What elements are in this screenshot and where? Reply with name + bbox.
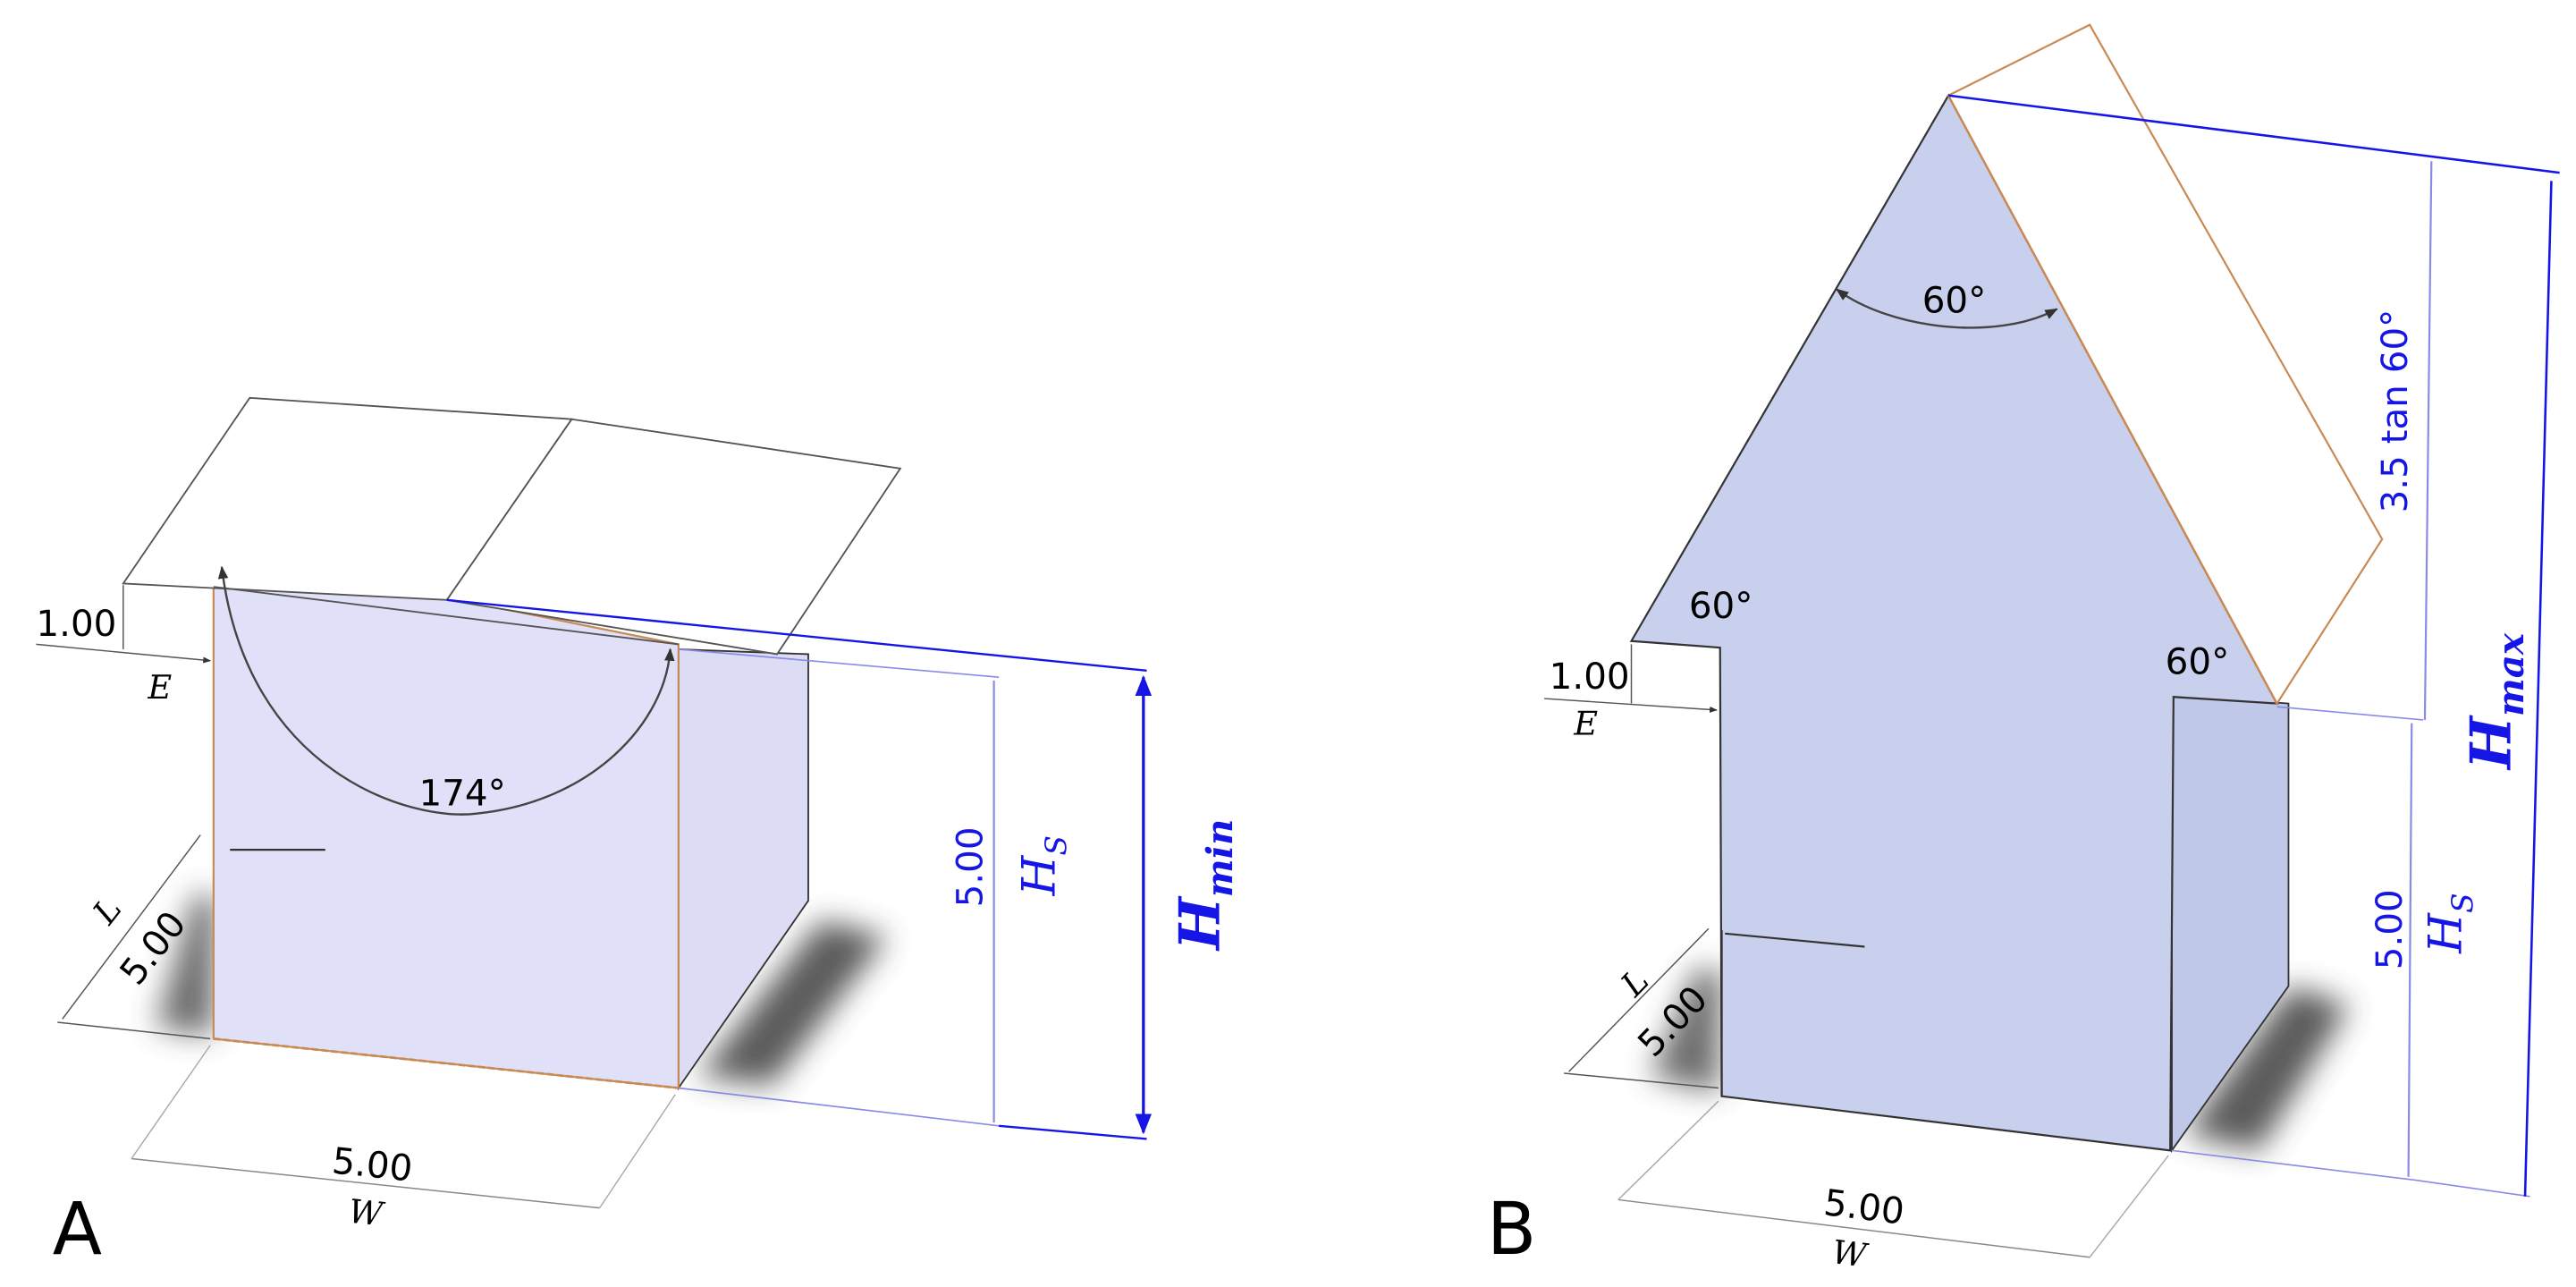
dim-b-hs-symbol: HS <box>2419 893 2479 954</box>
dim-a-hs-bottom-ext <box>678 1087 1000 1127</box>
dim-b-hs-top-ext <box>2276 706 2424 721</box>
dim-a-e-symbol: E <box>147 668 172 707</box>
dim-b-hmax-line <box>2523 181 2553 1197</box>
angle-b-top-label: 60° <box>1922 278 1987 321</box>
panel-a: A 1.00 E L 5.00 5.00 W 174° 5.00 HS Hmin <box>36 396 1241 1272</box>
shadow-b-left <box>1651 969 1722 1094</box>
panel-b-letter: B <box>1487 1188 1536 1272</box>
dim-a-e-line <box>36 643 212 664</box>
dim-a-hs-symbol: HS <box>1013 835 1074 897</box>
angle-arc-a <box>217 565 675 816</box>
dim-b-tan-line <box>2423 161 2433 720</box>
dim-a-hs-label: HS <box>1013 835 1074 897</box>
dim-b-tan-label: 3.5 tan 60° <box>2373 309 2416 513</box>
shadow-a-right <box>697 920 888 1085</box>
dim-b-w-value: 5.00 <box>1821 1181 1906 1233</box>
dim-b-hs-value: 5.00 <box>2368 889 2411 969</box>
angle-arc-b <box>1836 288 2058 329</box>
line-b-ledge <box>1725 932 1865 948</box>
dim-a-w-ext-right <box>599 1094 676 1209</box>
shadow-b-right <box>2184 986 2350 1151</box>
angle-b-left-label: 60° <box>1689 584 1753 627</box>
dim-b-e-line <box>1544 698 1718 713</box>
dim-b-w-symbol: W <box>1830 1232 1871 1275</box>
dim-a-l-line <box>62 834 201 1020</box>
dim-a-w-ext-left <box>131 1045 211 1159</box>
dim-b-l-symbol: L <box>1613 961 1657 1004</box>
dim-b-e-symbol: E <box>1573 704 1598 742</box>
box-a-front-face <box>212 549 680 1089</box>
dim-b-e-value: 1.00 <box>1550 655 1630 698</box>
dim-b-l-line <box>1568 927 1710 1072</box>
dim-b-hmax-bottom-ext <box>2414 1179 2530 1198</box>
dim-b-hs-label: HS <box>2419 893 2479 954</box>
panel-a-letter: A <box>53 1188 102 1272</box>
dim-a-hs-value: 5.00 <box>949 826 992 907</box>
dim-b-hmax-symbol: Hmax <box>2458 632 2533 771</box>
angle-a-label: 174° <box>419 771 506 814</box>
dim-b-hs-line <box>2407 723 2413 1177</box>
roof-b-flap <box>1947 23 2384 706</box>
angle-b-right-label: 60° <box>2166 639 2230 682</box>
dim-b-hmax-top-ext <box>1947 94 2560 174</box>
dim-b-l-ext <box>1564 1072 1719 1089</box>
dim-b-hs-bottom-ext <box>2171 1149 2416 1181</box>
dim-a-e-value: 1.00 <box>36 602 116 645</box>
dim-b-w-line <box>1617 1198 2090 1258</box>
dim-a-hmin-bottom-ext <box>999 1124 1147 1140</box>
dim-a-l-symbol: L <box>85 890 130 931</box>
dim-a-hmin-top-ext <box>446 598 1147 673</box>
dim-b-hmax-label: Hmax <box>2458 632 2533 771</box>
dim-a-hmin-symbol: Hmin <box>1166 819 1241 953</box>
dim-a-w-value: 5.00 <box>330 1139 414 1190</box>
shadow-a-left <box>156 895 217 1036</box>
dim-b-w-ext-right <box>2089 1155 2169 1258</box>
dim-a-hmin-label: Hmin <box>1166 819 1241 953</box>
box-a-front-edge <box>213 1037 679 1089</box>
dim-a-l-ext <box>57 1021 211 1040</box>
dim-b-w-ext-left <box>1617 1100 1719 1200</box>
panel-b: B 60° 60° 60° 1.00 E L 5.00 5.00 W 5.00 … <box>1487 23 2560 1275</box>
dim-a-w-line <box>131 1157 600 1209</box>
dim-a-hs-top-ext <box>678 648 1000 678</box>
dim-a-w-symbol: W <box>347 1192 387 1234</box>
